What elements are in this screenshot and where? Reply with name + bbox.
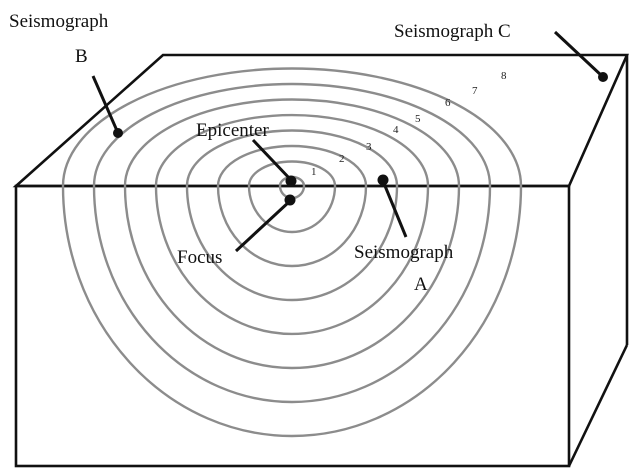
wave-front-top-7	[92, 82, 492, 187]
wave-front-depth-7	[92, 185, 492, 404]
label-focus: Focus	[177, 247, 222, 268]
wave-number-3: 3	[366, 141, 372, 153]
wave-front-depth-2	[247, 185, 337, 234]
pointer-seismograph-b	[91, 75, 120, 134]
wave-number-8: 8	[501, 70, 507, 82]
text-labels: Seismograph B Seismograph C Epicenter Fo…	[9, 11, 511, 295]
label-seismograph-a-line2: A	[414, 274, 428, 295]
wave-fronts	[61, 67, 523, 438]
pointer-seismograph-a	[381, 180, 408, 238]
wave-number-4: 4	[393, 124, 399, 136]
dot-epicenter	[285, 175, 297, 187]
wave-number-6: 6	[445, 97, 451, 109]
wave-number-2: 2	[339, 153, 345, 165]
wave-front-top-2	[247, 160, 337, 187]
wave-number-7: 7	[472, 85, 478, 97]
wave-front-top-4	[185, 129, 399, 187]
wave-front-depth-5	[154, 185, 430, 336]
dot-focus	[284, 194, 296, 206]
pointer-epicenter	[251, 138, 293, 182]
dot-seismograph-c	[598, 72, 608, 82]
pointer-seismograph-c	[553, 30, 604, 78]
wave-front-top-3	[216, 144, 368, 187]
block-bottom-right-edge	[567, 344, 629, 467]
wave-front-depth-6	[123, 185, 461, 370]
dot-seismograph-a	[377, 174, 389, 186]
wave-front-depth-3	[216, 185, 368, 268]
label-seismograph-c: Seismograph C	[394, 21, 511, 42]
label-epicenter: Epicenter	[196, 120, 269, 141]
wave-number-1: 1	[311, 166, 317, 178]
block-top-face	[12, 53, 629, 188]
dot-seismograph-b	[113, 128, 123, 138]
pointer-focus	[234, 199, 292, 253]
wave-front-depth-8	[61, 185, 523, 438]
wave-front-depth-4	[185, 185, 399, 302]
label-seismograph-b-line2: B	[75, 46, 88, 67]
wave-front-top-8	[61, 67, 523, 187]
wave-number-5: 5	[415, 113, 421, 125]
pointers	[91, 30, 608, 253]
wave-front-top-6	[123, 98, 461, 187]
wave-number-labels: 1 2 3 4 5 6 7 8	[311, 70, 507, 178]
wave-front-top-5	[154, 113, 430, 187]
label-seismograph-a-line1: Seismograph	[354, 242, 454, 263]
label-seismograph-b-line1: Seismograph	[9, 11, 109, 32]
